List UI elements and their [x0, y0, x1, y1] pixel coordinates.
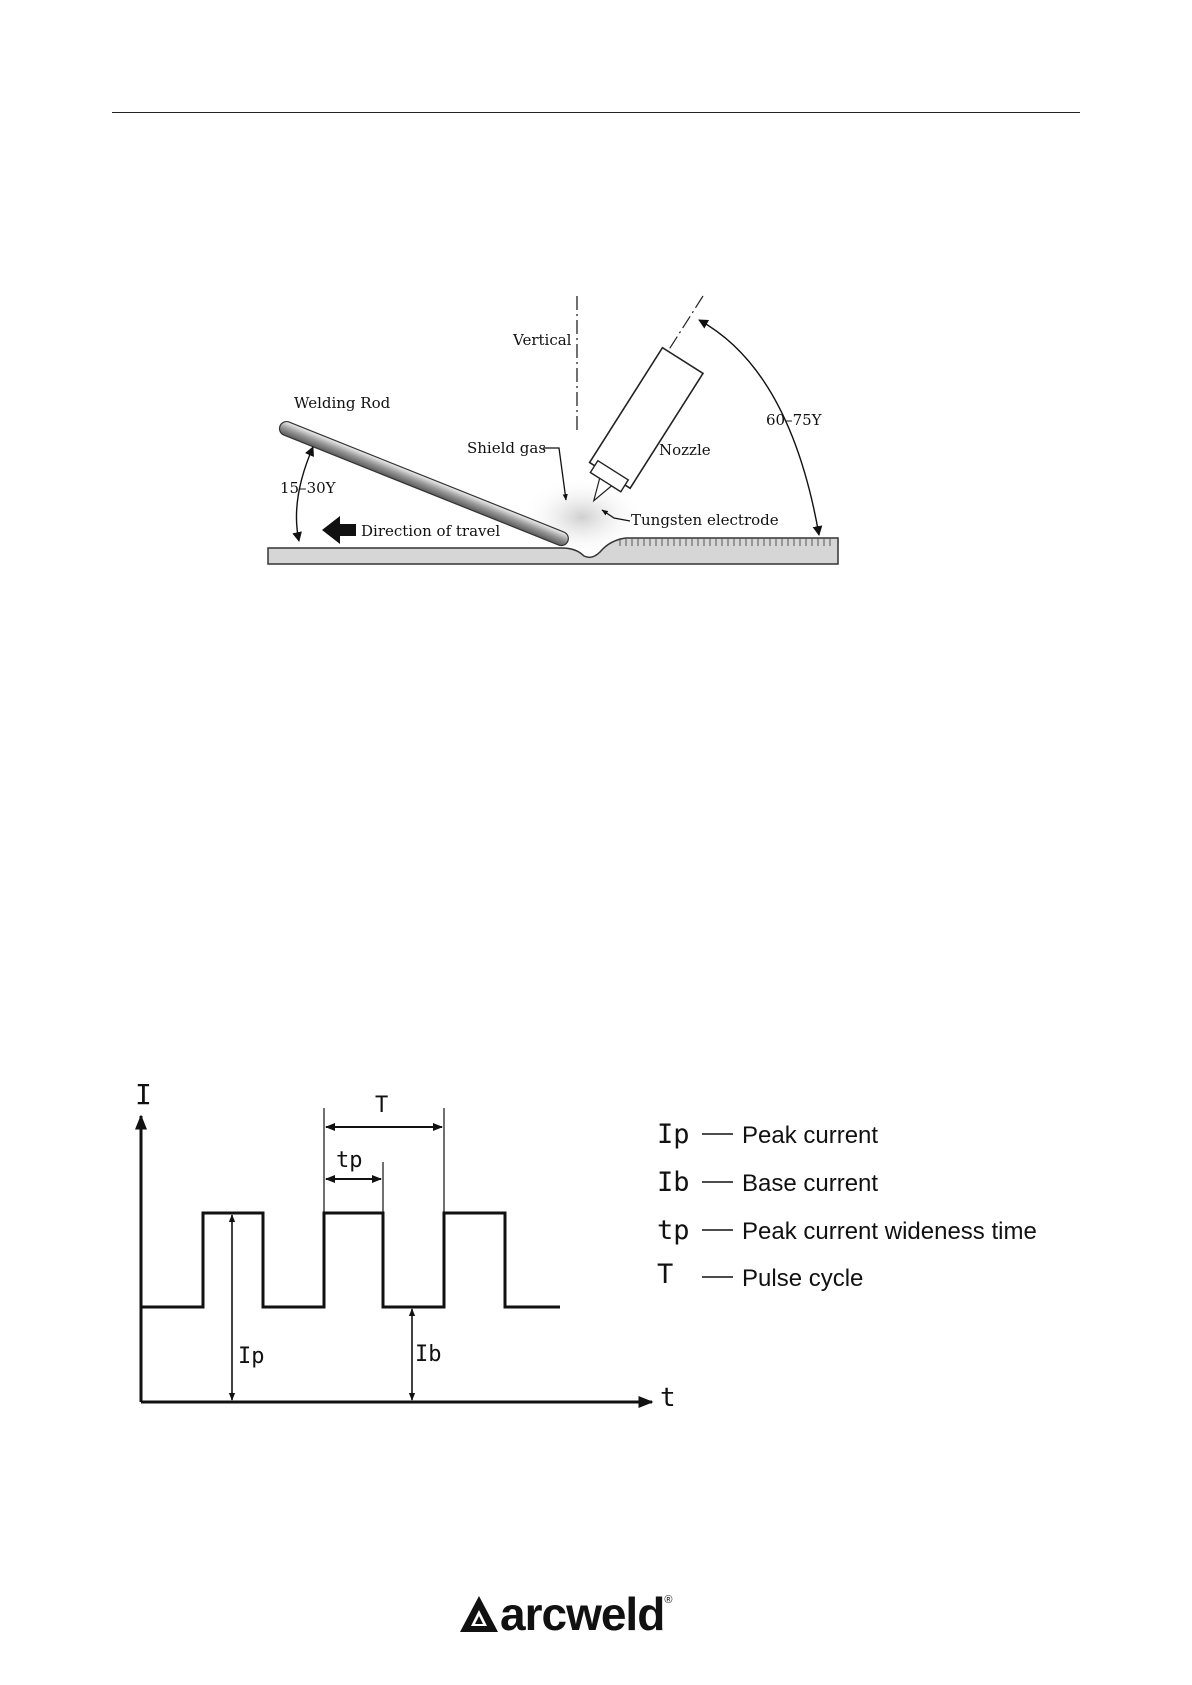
tp-label: tp	[336, 1148, 363, 1173]
pulse-legend: Ip Peak current Ib Base current tp Peak …	[657, 1119, 1037, 1292]
direction-arrow-icon	[322, 516, 356, 544]
registered-mark: ®	[664, 1594, 672, 1606]
brand-name: arcweld	[500, 1587, 664, 1641]
tungsten-label: Tungsten electrode	[631, 511, 779, 529]
vertical-label: Vertical	[512, 331, 572, 349]
rod-angle-label: 15–30Y	[280, 479, 337, 497]
legend-text-t: Pulse cycle	[742, 1265, 863, 1292]
nozzle-label: Nozzle	[659, 441, 711, 459]
legend-symbol-ip: Ip	[657, 1119, 690, 1150]
y-axis-label: I	[135, 1078, 152, 1111]
legend-text-ip: Peak current	[742, 1122, 878, 1149]
arcweld-logo-icon	[458, 1594, 500, 1634]
welding-rod-label: Welding Rod	[294, 394, 391, 412]
x-axis-label: t	[660, 1383, 676, 1413]
legend-symbol-tp: tp	[657, 1215, 690, 1246]
torch-angle-label: 60–75Y	[766, 411, 823, 429]
period-label: T	[375, 1093, 388, 1118]
pulse-waveform	[141, 1213, 560, 1307]
ip-label: Ip	[238, 1344, 265, 1369]
legend-text-tp: Peak current wideness time	[742, 1218, 1037, 1245]
pulse-current-diagram: I t T tp Ip Ib Ip Peak current Ib Base c…	[135, 1078, 1037, 1413]
legend-symbol-ib: Ib	[657, 1167, 690, 1198]
travel-label: Direction of travel	[361, 522, 500, 540]
ib-label: Ib	[415, 1342, 442, 1367]
shield-gas-label: Shield gas	[467, 439, 546, 457]
legend-text-ib: Base current	[742, 1170, 878, 1197]
arcweld-logo: arcweld ®	[458, 1588, 672, 1640]
tig-welding-diagram: Vertical Welding Rod Shield gas Nozzle T…	[268, 296, 838, 564]
legend-symbol-t: T	[657, 1259, 673, 1290]
